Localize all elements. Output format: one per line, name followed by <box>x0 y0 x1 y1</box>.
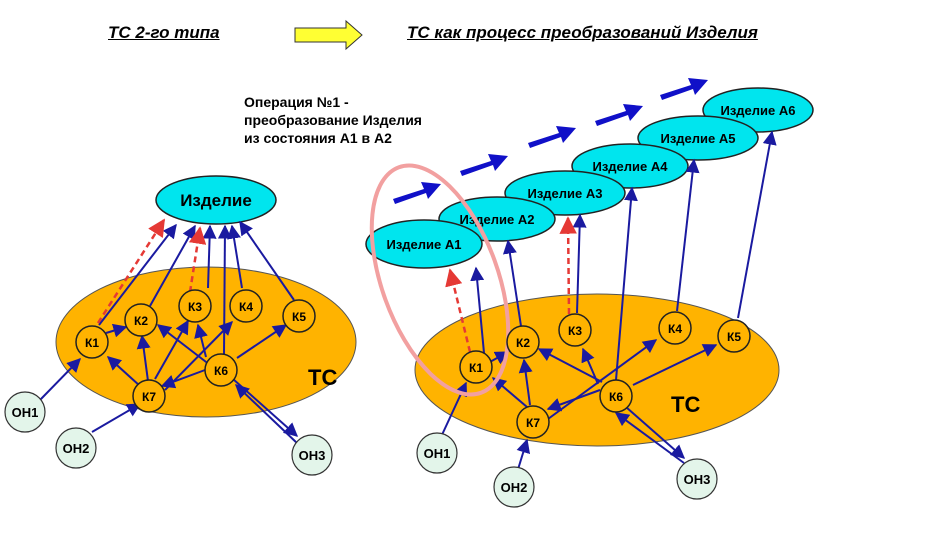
left-node-k5: К5 <box>282 299 316 333</box>
left-node-k1: К1 <box>75 325 109 359</box>
right-node-k5: К5 <box>717 319 751 353</box>
left-node-k4-label: К4 <box>239 300 253 314</box>
right-node-k2-label: К2 <box>516 336 530 350</box>
right-arrows <box>440 130 777 490</box>
left-product-ellipse <box>155 175 277 225</box>
left-node-k4: К4 <box>229 289 263 323</box>
right-node-k5-label: К5 <box>727 330 741 344</box>
left-node-k5-label: К5 <box>292 310 306 324</box>
right-title: ТС как процесс преобразований Изделия <box>407 23 758 42</box>
right-input-oh2: ОН2 <box>493 466 535 508</box>
left-node-k2-label: К2 <box>134 314 148 328</box>
left-nodes: К1 К2 К3 К4 К5 <box>75 289 316 413</box>
left-input-oh2-label: ОН2 <box>63 441 90 456</box>
product-a1-label: Изделие А1 <box>387 237 462 252</box>
right-node-k4: К4 <box>658 311 692 345</box>
right-nodes: К1 К2 К3 К4 К5 <box>459 311 751 439</box>
product-a1: Изделие А1 <box>365 219 483 269</box>
left-node-k7: К7 <box>132 379 166 413</box>
left-node-k3-label: К3 <box>188 300 202 314</box>
right-input-oh3-label: ОН3 <box>684 472 711 487</box>
right-inputs: ОН1 ОН2 ОН3 <box>416 432 718 508</box>
left-title: ТС 2-го типа <box>108 23 220 42</box>
right-system-label: ТС <box>671 392 700 417</box>
left-node-k7-label: К7 <box>142 390 156 404</box>
header-arrow <box>294 19 363 51</box>
left-input-oh3: ОН3 <box>291 434 333 476</box>
left-input-oh1-label: ОН1 <box>12 405 39 420</box>
left-diagram: ТС Изделие <box>4 175 357 476</box>
right-node-k3: К3 <box>558 313 592 347</box>
right-input-oh2-label: ОН2 <box>501 480 528 495</box>
right-products: Изделие А6 Изделие А5 Изделие А4 Изделие… <box>365 87 814 269</box>
left-input-oh1: ОН1 <box>4 391 46 433</box>
left-node-k2: К2 <box>124 303 158 337</box>
right-input-oh3: ОН3 <box>676 458 718 500</box>
right-node-k1-label: К1 <box>469 361 483 375</box>
left-dashed-arrows <box>96 218 207 324</box>
left-inputs: ОН1 ОН2 ОН3 <box>4 391 333 476</box>
caption-line-1: Операция №1 - <box>244 94 349 110</box>
right-diagram: ТС Изделие А6 Изделие А5 <box>365 78 814 508</box>
right-input-oh1: ОН1 <box>416 432 458 474</box>
right-node-k3-label: К3 <box>568 324 582 338</box>
left-input-oh3-label: ОН3 <box>299 448 326 463</box>
left-input-oh2: ОН2 <box>55 427 97 469</box>
product-a5-label: Изделие А5 <box>661 131 736 146</box>
caption-line-2: преобразование Изделия <box>244 112 422 128</box>
right-node-k2: К2 <box>506 325 540 359</box>
left-node-k1-label: К1 <box>85 336 99 350</box>
left-node-k6-label: К6 <box>214 364 228 378</box>
operation-caption: Операция №1 - преобразование Изделия из … <box>244 93 474 147</box>
right-node-k6: К6 <box>599 379 633 413</box>
right-input-oh1-label: ОН1 <box>424 446 451 461</box>
product-a6-label: Изделие А6 <box>721 103 796 118</box>
progress-arrows <box>393 78 708 204</box>
left-node-k6: К6 <box>204 353 238 387</box>
left-node-k3: К3 <box>178 289 212 323</box>
product-a4-label: Изделие А4 <box>593 159 669 174</box>
right-node-k6-label: К6 <box>609 390 623 404</box>
left-product-label: Изделие <box>180 191 252 210</box>
right-node-k7: К7 <box>516 405 550 439</box>
right-node-k7-label: К7 <box>526 416 540 430</box>
left-arrows <box>39 220 299 445</box>
product-a3-label: Изделие А3 <box>528 186 603 201</box>
left-system-label: ТС <box>308 365 337 390</box>
left-system-ellipse <box>55 266 357 418</box>
caption-line-3: из состояния А1 в А2 <box>244 130 392 146</box>
right-node-k1: К1 <box>459 350 493 384</box>
operation-highlight <box>369 163 511 397</box>
right-node-k4-label: К4 <box>668 322 682 336</box>
right-dashed-arrows <box>445 216 577 353</box>
